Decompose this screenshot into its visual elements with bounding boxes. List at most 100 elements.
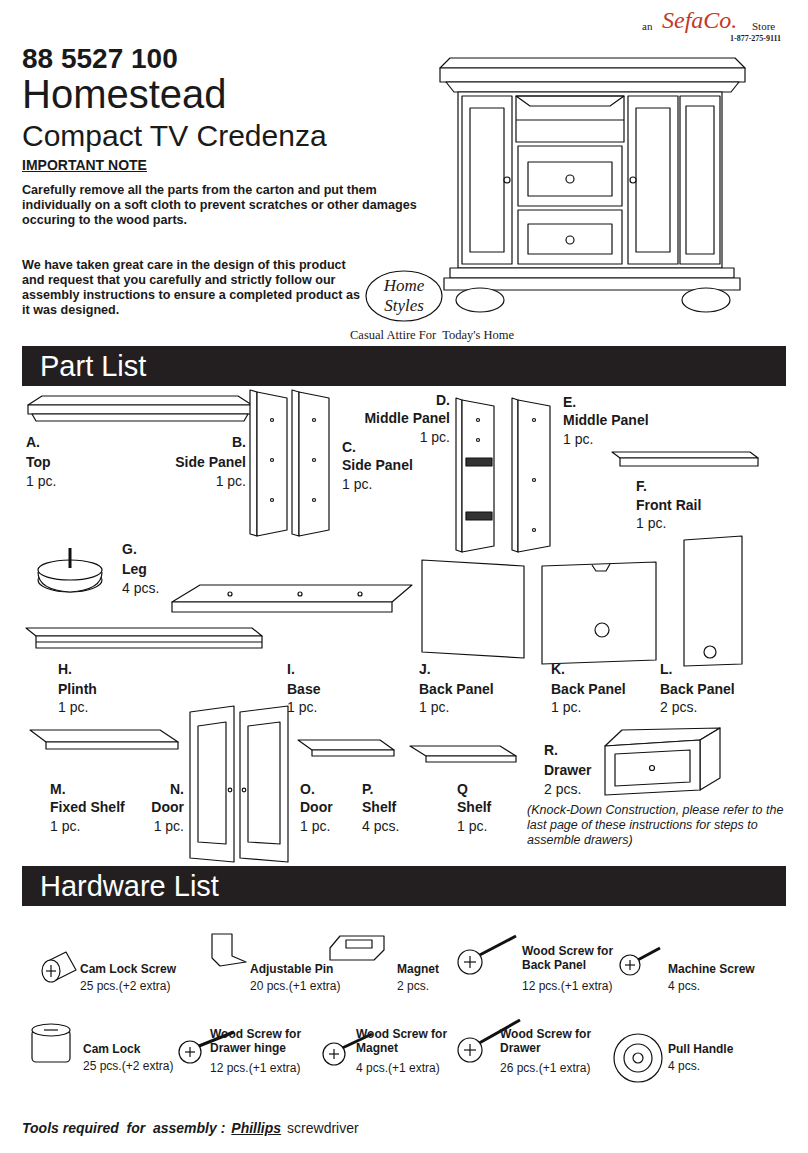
part-drawings-shape <box>426 756 516 762</box>
part-drawings-shape <box>592 564 610 571</box>
label-text: Top <box>26 454 51 471</box>
label-text: Wood Screw for Drawer <box>500 1027 600 1056</box>
label-text: 1 pc. <box>419 699 449 716</box>
credenza-illustration-shape <box>630 177 636 183</box>
part-drawings-shape <box>313 459 316 462</box>
credenza-illustration-shape <box>518 210 622 264</box>
part-drawings-shape <box>32 414 248 421</box>
hardware-drawings-shape <box>474 936 516 958</box>
label-text: O. <box>300 781 315 798</box>
label-text: (Knock-Down Construction, please refer t… <box>527 803 797 848</box>
brand-logo <box>366 271 442 321</box>
part-drawings-shape <box>358 592 362 596</box>
part-drawings-shape <box>36 641 262 642</box>
label-text: 1 pc. <box>287 699 317 716</box>
hardware-drawings-shape <box>179 1041 201 1063</box>
hardware-drawings-shape <box>458 1038 482 1062</box>
label-text: Pull Handle <box>668 1042 733 1056</box>
label-text: Phillips <box>231 1120 281 1137</box>
hardware-drawings-shape <box>32 1024 70 1036</box>
part-drawings-shape <box>271 499 274 502</box>
part-drawings-shape <box>456 398 462 552</box>
label-text: 12 pcs.(+1 extra) <box>522 979 612 993</box>
hardware-drawings-shape <box>469 1044 470 1056</box>
part-drawings-shape <box>466 512 492 520</box>
label-text: Magnet <box>397 962 439 976</box>
part-drawings-shape <box>28 405 252 414</box>
label-text: K. <box>551 661 565 678</box>
label-text: L. <box>660 661 672 678</box>
label-text: B. <box>232 434 246 451</box>
part-drawings-shape <box>620 458 758 466</box>
hardware-drawings-shape <box>212 934 246 966</box>
label-text: Middle Panel <box>563 412 649 429</box>
label-text: P. <box>362 781 373 798</box>
label-text: G. <box>122 541 137 558</box>
part-drawings-shape <box>605 740 700 795</box>
label-text: Drawer <box>544 762 591 779</box>
part-drawings-shape <box>198 722 226 844</box>
section-heading: Part List <box>22 346 786 386</box>
credenza-illustration-shape <box>446 82 739 92</box>
credenza-illustration-shape <box>440 68 745 82</box>
product-title: Homestead <box>22 72 227 116</box>
hardware-drawings <box>32 934 662 1082</box>
label-text: SefaCo. <box>662 6 737 35</box>
credenza-illustration-shape <box>516 96 624 142</box>
label-text: Q <box>457 781 468 798</box>
label-text: Adjustable Pin <box>250 962 333 976</box>
label-text: Home Styles <box>373 276 435 317</box>
label-text: C. <box>342 439 356 456</box>
label-text: Door <box>151 799 184 816</box>
label-text: Tools required for assembly : <box>22 1120 225 1137</box>
part-drawings-shape <box>190 706 234 862</box>
part-drawings-shape <box>542 562 656 664</box>
label-text: R. <box>544 742 558 759</box>
part-drawings-shape <box>28 396 252 405</box>
hardware-drawings-shape <box>629 960 630 970</box>
credenza-illustration-shape <box>628 96 678 264</box>
label-text: 1 pc. <box>26 473 56 490</box>
part-drawings-shape <box>704 646 716 658</box>
label-text: J. <box>419 661 431 678</box>
label-text: an <box>642 20 652 33</box>
hardware-drawings-shape <box>44 1029 58 1030</box>
credenza-illustration-shape <box>458 92 722 268</box>
label-text: N. <box>170 781 184 798</box>
label-text: 12 pcs.(+1 extra) <box>210 1061 300 1075</box>
part-drawings-shape <box>615 750 690 786</box>
label-text: Door <box>300 799 333 816</box>
part-drawings-shape <box>257 392 287 536</box>
label-text: Store <box>752 20 775 33</box>
part-drawings-shape <box>700 728 720 790</box>
part-drawings-shape <box>228 788 232 792</box>
label-text: Base <box>287 681 320 698</box>
part-drawings-shape <box>271 419 274 422</box>
part-drawings-shape <box>533 479 536 482</box>
part-drawings-shape <box>172 585 412 602</box>
hardware-drawings-shape <box>620 955 640 975</box>
label-text: Fixed Shelf <box>50 799 125 816</box>
part-drawings-shape <box>46 742 178 749</box>
label-text: 1 pc. <box>300 818 330 835</box>
label-text: 1 pc. <box>457 818 487 835</box>
label-text: Carefully remove all the parts from the … <box>22 183 432 228</box>
label-text: 26 pcs.(+1 extra) <box>500 1061 590 1075</box>
credenza-illustration-shape <box>470 108 504 252</box>
label-text: Side Panel <box>175 454 246 471</box>
hardware-drawings-shape <box>323 1043 345 1065</box>
hardware-drawings-shape <box>469 956 470 968</box>
part-drawings-shape <box>248 722 280 844</box>
credenza-illustration-shape <box>528 162 612 196</box>
part-drawings-shape <box>650 766 655 771</box>
section-heading: Hardware List <box>22 866 786 906</box>
label-text: 88 5527 100 <box>22 42 178 76</box>
label-text: D. <box>436 392 450 409</box>
label-text: 1 pc. <box>420 429 450 446</box>
label-text: Compact TV Credenza <box>22 118 327 154</box>
label-text: 1 pc. <box>636 515 666 532</box>
label-text: A. <box>26 434 40 451</box>
credenza-illustration-shape <box>462 96 512 264</box>
part-drawings-shape <box>240 706 288 862</box>
part-drawings-shape <box>242 788 246 792</box>
